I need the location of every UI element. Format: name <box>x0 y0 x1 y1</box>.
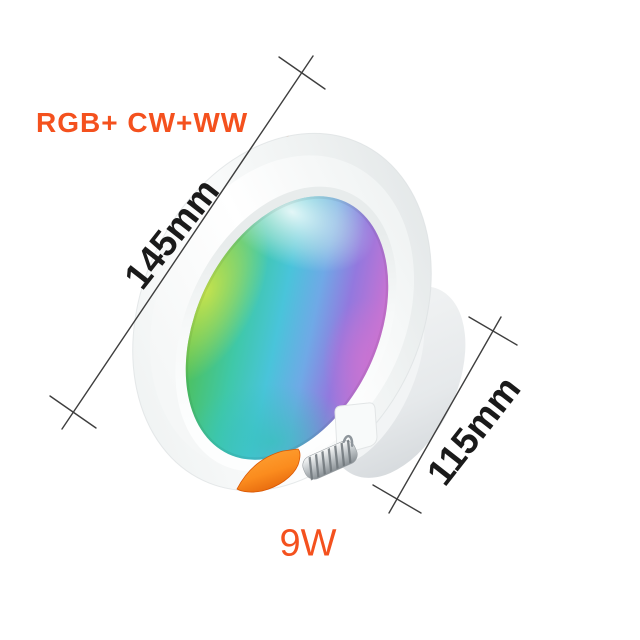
dim-115-tick-bottom <box>372 484 422 514</box>
wattage-label: 9W <box>279 522 337 565</box>
dimension-line-145 <box>49 55 326 430</box>
spring-coils <box>308 439 352 481</box>
feature-label: RGB+ CW+WW <box>36 107 249 138</box>
spring-clip-wing <box>236 448 301 493</box>
dim-145-tick-bottom <box>49 395 97 429</box>
dimension-line-115 <box>372 316 518 514</box>
dim-115-tick-top <box>468 316 518 346</box>
dim-115-main <box>388 316 502 514</box>
lens-edge-shadow <box>185 195 389 461</box>
spring-hook <box>342 435 354 447</box>
dim-145-main <box>61 55 314 430</box>
torsion-spring <box>302 435 358 481</box>
dim-145-tick-top <box>278 56 326 90</box>
